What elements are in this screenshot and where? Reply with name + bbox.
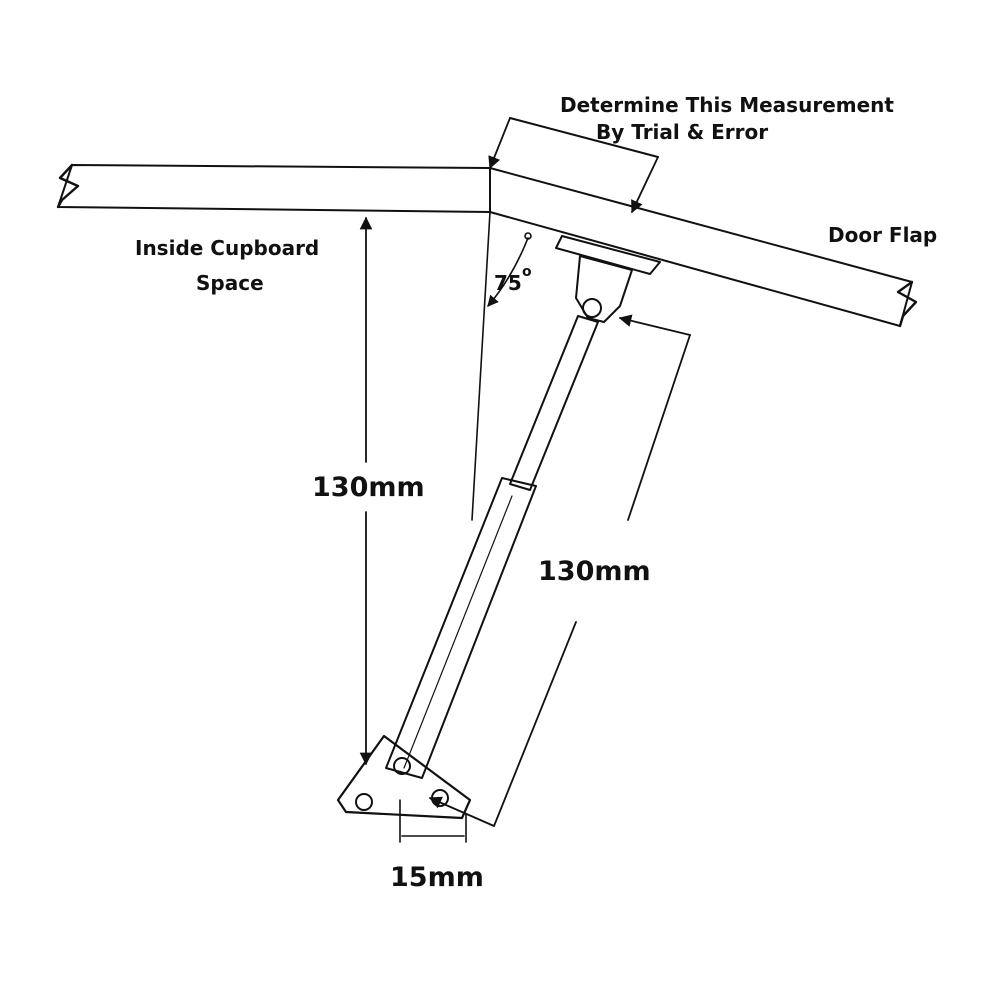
door-hinge-bracket — [555, 235, 661, 323]
vertical-dimension-label: 130mm — [312, 472, 425, 503]
trial-measure-dimension — [488, 117, 659, 214]
base-dimension-label: 15mm — [390, 862, 484, 893]
base-bracket — [336, 734, 472, 820]
measure-label-line1: Determine This Measurement — [560, 93, 894, 117]
cupboard-board — [56, 163, 491, 213]
inside-cupboard-label-line1: Inside Cupboard — [135, 236, 319, 260]
strut-dimension-label: 130mm — [538, 556, 651, 587]
base-dimension — [399, 799, 467, 843]
measure-label-line2: By Trial & Error — [596, 120, 768, 144]
door-flap-label: Door Flap — [828, 223, 937, 247]
angle-degree-symbol: o — [522, 264, 532, 280]
angle-reference-line — [471, 211, 532, 521]
inside-cupboard-label-line2: Space — [196, 271, 264, 295]
strut-dimension — [428, 314, 691, 827]
door-flap-board — [489, 167, 918, 328]
strut-cylinder — [385, 477, 537, 779]
angle-label: 75 — [494, 271, 522, 295]
strut-rod — [509, 315, 599, 491]
